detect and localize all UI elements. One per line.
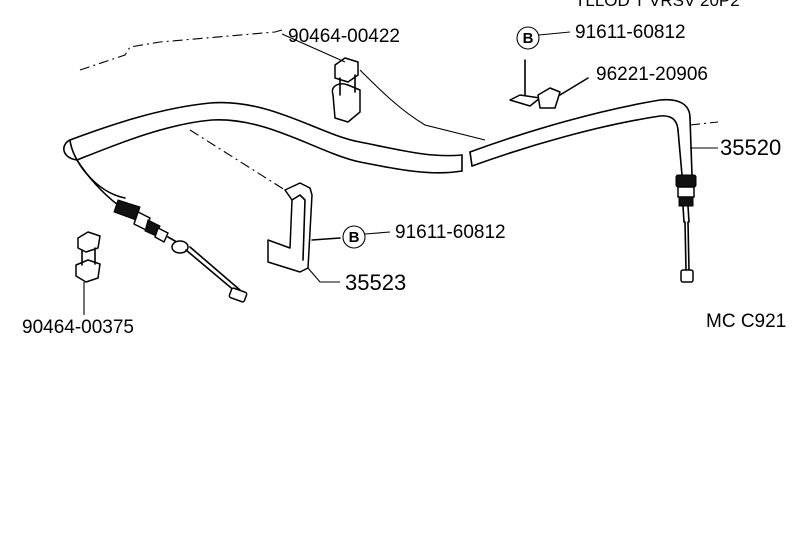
cable-housing (63, 98, 691, 206)
leader-bracket (307, 267, 340, 283)
label-clip-left: 90464-00375 (22, 317, 134, 338)
bolt-symbol-mid (342, 225, 366, 249)
bolt-letter-top: B (523, 30, 534, 47)
cable-left-end (113, 199, 248, 303)
label-clamp: 96221-20906 (596, 64, 708, 85)
clip-top-part (331, 57, 361, 123)
label-cable: 35520 (720, 135, 781, 160)
leader-clip-top (281, 33, 346, 63)
clip-left-part (75, 231, 101, 283)
leader-bolt-mid (364, 231, 391, 235)
cable-right-end (675, 117, 697, 283)
label-bracket: 35523 (345, 270, 406, 295)
header-fragment: TLLOD T VRSV 20P2 (575, 0, 740, 10)
label-clip-top: 90464-00422 (288, 26, 400, 47)
bolt-top-part (509, 59, 541, 107)
cable-extension (689, 121, 719, 126)
leader-bracket-dash (189, 129, 286, 191)
clamp-part (537, 77, 589, 109)
leader-bolt-top (538, 31, 571, 36)
bolt-letter-mid: B (349, 229, 360, 246)
label-bolt-mid: 91611-60812 (395, 222, 506, 243)
label-bolt-top: 91611-60812 (575, 22, 686, 43)
body-outline-lower (359, 69, 486, 141)
figure-code: MC C921 (706, 311, 786, 332)
bolt-symbol-top (516, 26, 540, 50)
bracket-part (267, 182, 341, 273)
body-outline (79, 29, 283, 71)
